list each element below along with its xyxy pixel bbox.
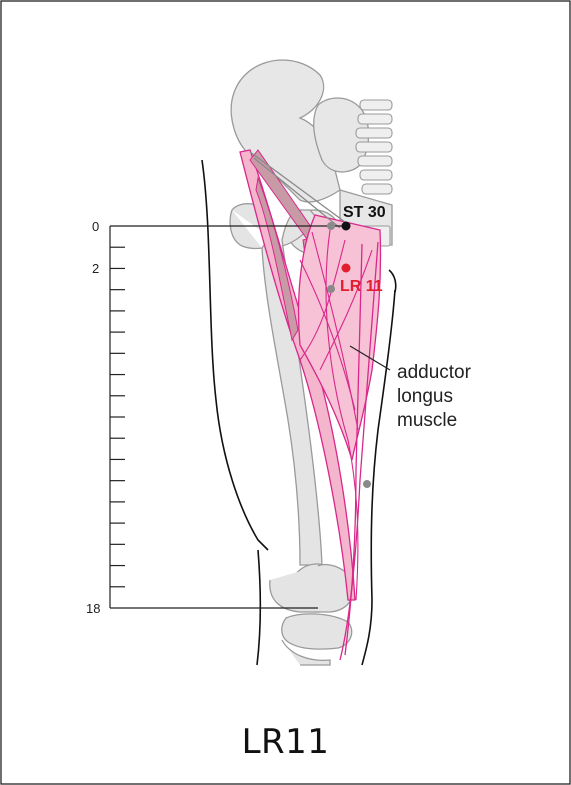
gray-point-lower: [363, 480, 371, 488]
ruler-label-18: 18: [86, 601, 100, 616]
annotation-line-2: longus: [397, 386, 453, 407]
figure-caption: LR11: [0, 722, 571, 762]
ruler-ticks: [110, 247, 125, 587]
annotation-line-3: muscle: [397, 410, 457, 431]
st30-label: ST 30: [343, 204, 386, 221]
annotation-line-1: adductor: [397, 362, 472, 383]
ruler-label-2: 2: [92, 261, 99, 276]
lr11-point: [342, 264, 351, 273]
ruler-label-0: 0: [92, 219, 99, 234]
gray-point-upper: [327, 222, 335, 230]
gray-point-mid: [327, 285, 335, 293]
st30-point: [342, 222, 351, 231]
lr11-label: LR 11: [340, 278, 383, 295]
